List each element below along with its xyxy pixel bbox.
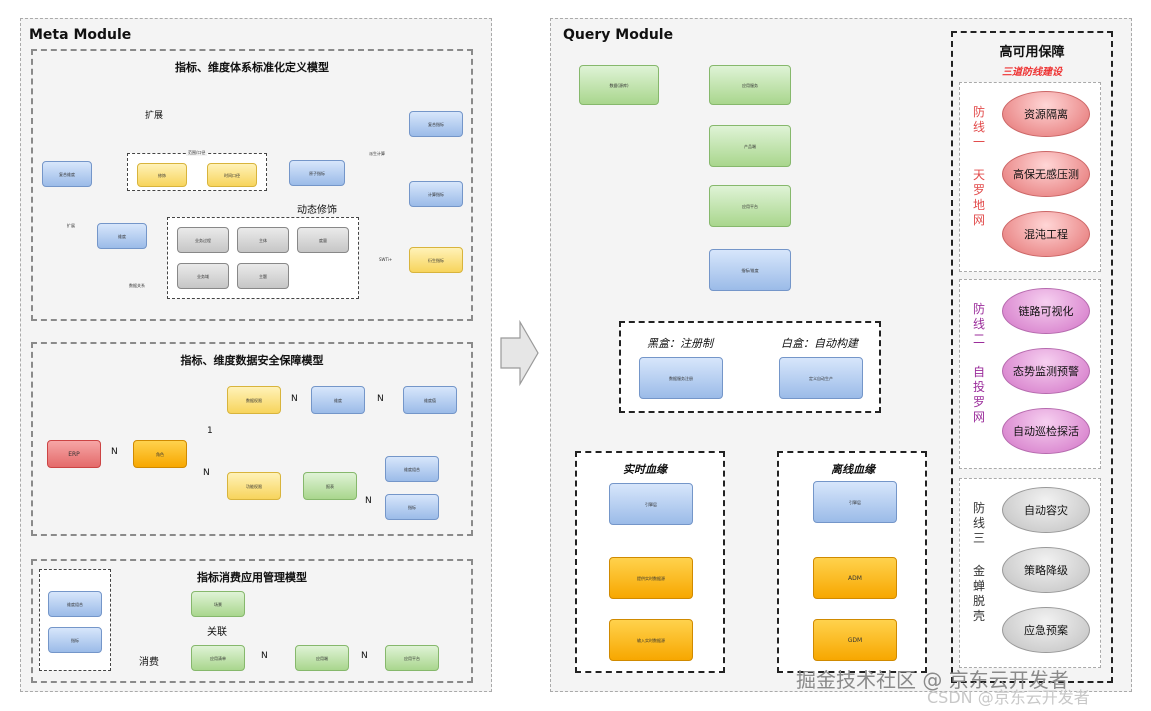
dynamic-modify-label: 动态修饰	[297, 205, 337, 216]
node-black-register: 数据服务注册	[639, 357, 723, 399]
high-availability-block: 高可用保障 三道防线建设	[951, 31, 1113, 683]
one-label: 1	[207, 426, 213, 436]
defense-item-3-3: 应急预案	[1002, 607, 1090, 653]
data-security-section: 指标、维度数据安全保障模型 ERP 角色 数据权限 维度 维度值 功能权限 报表…	[31, 342, 473, 536]
n-label-cons-1: N	[261, 651, 268, 661]
node-dim-combo-sec: 维度组合	[385, 456, 439, 482]
node-white-build: 定义自动生产	[779, 357, 863, 399]
derive-calc-label: 派生计算	[369, 151, 385, 156]
standard-definition-title: 指标、维度体系标准化定义模型	[175, 61, 329, 74]
node-entity: 主体	[237, 227, 289, 253]
defense-item-1-1: 资源隔离	[1002, 91, 1090, 137]
node-biz-domain: 业务域	[177, 263, 229, 289]
consume-label: 消费	[139, 657, 159, 668]
node-derived-metric: 衍生指标	[409, 247, 463, 273]
data-relation-label: 数据关系	[129, 283, 145, 288]
node-calc-metric: 计算指标	[409, 181, 463, 207]
node-measure: 度量	[297, 227, 349, 253]
node-app-end: 应用端	[295, 645, 349, 671]
node-composite-dim: 复合维度	[42, 161, 92, 187]
defense-item-2-1: 链路可视化	[1002, 288, 1090, 334]
node-app-list: 应用清单	[191, 645, 245, 671]
relate-label: 关联	[207, 627, 227, 638]
node-data-source: 数据(源库)	[579, 65, 659, 105]
defense-line-3-title: 防线三金蝉脱壳	[972, 501, 985, 623]
white-box-label: 白盒：自动构建	[781, 337, 858, 350]
ha-title: 高可用保障	[999, 45, 1065, 60]
node-dimension-sec: 维度	[311, 386, 365, 414]
standard-definition-section: 指标、维度体系标准化定义模型 复合维度 维度 范围/口径 修饰 时间口径 原子指…	[31, 49, 473, 321]
defense-item-1-3: 混沌工程	[1002, 211, 1090, 257]
node-metric-sec: 指标	[385, 494, 439, 520]
expand-label: 扩展	[145, 111, 164, 121]
node-dim-value: 维度值	[403, 386, 457, 414]
n-label-4: N	[203, 468, 210, 478]
node-app-platform: 应用平台	[709, 185, 791, 227]
n-label-5: N	[365, 496, 372, 506]
node-scene: 场景	[191, 591, 245, 617]
node-adm: ADM	[813, 557, 897, 599]
offline-lineage-block: 离线血缘 引擎层 ADM GDM	[777, 451, 927, 673]
realtime-lineage-block: 实时血缘 引擎层 提供实时数据源 输入实时数据源	[575, 451, 725, 673]
node-product: 产品端	[709, 125, 791, 167]
node-atomic-metric: 原子指标	[289, 160, 345, 186]
sql-label: SWTi+	[379, 257, 393, 262]
node-biz-process: 业务过程	[177, 227, 229, 253]
defense-line-1: 防线一天罗地网 资源隔离高保无感压测混沌工程	[959, 82, 1101, 272]
defense-item-3-1: 自动容灾	[1002, 487, 1090, 533]
node-data-perm: 数据权限	[227, 386, 281, 414]
node-dimension: 维度	[97, 223, 147, 249]
defense-line-1-title: 防线一天罗地网	[972, 105, 985, 227]
node-role: 角色	[133, 440, 187, 468]
csdn-watermark: CSDN @京东云开发者	[927, 688, 1090, 707]
node-rt-engine: 引擎层	[609, 483, 693, 525]
defense-line-2: 防线二自投罗网 链路可视化态势监测预警自动巡检探活	[959, 279, 1101, 469]
meta-module-title: Meta Module	[29, 27, 132, 43]
node-func-perm: 功能权限	[227, 472, 281, 500]
realtime-lineage-label: 实时血缘	[623, 463, 667, 476]
consumer-group	[39, 569, 111, 671]
node-composite-metric: 复合指标	[409, 111, 463, 137]
ha-subtitle: 三道防线建设	[1002, 67, 1062, 78]
node-app-platform-cons: 应用平台	[385, 645, 439, 671]
consumption-title: 指标消费应用管理模型	[197, 571, 307, 584]
node-subject: 主题	[237, 263, 289, 289]
node-time-scope: 时间口径	[207, 163, 257, 187]
n-label-1: N	[111, 447, 118, 457]
defense-line-3: 防线三金蝉脱壳 自动容灾策略降级应急预案	[959, 478, 1101, 668]
meta-module-panel: Meta Module 指标、维度体系标准化定义模型 复合维度 维度 范围/口径…	[20, 18, 492, 692]
n-label-3: N	[377, 394, 384, 404]
expand-small-label: 扩展	[67, 223, 75, 228]
black-box-label: 黑盒：注册制	[647, 337, 713, 350]
node-metric-dim: 指标/维度	[709, 249, 791, 291]
defense-item-1-2: 高保无感压测	[1002, 151, 1090, 197]
node-erp: ERP	[47, 440, 101, 468]
data-security-title: 指标、维度数据安全保障模型	[180, 354, 324, 367]
node-metric-cons: 指标	[48, 627, 102, 653]
node-dim-combo-cons: 维度组合	[48, 591, 102, 617]
node-app-service: 应用服务	[709, 65, 791, 105]
defense-item-2-3: 自动巡检探活	[1002, 408, 1090, 454]
node-gdm: GDM	[813, 619, 897, 661]
filter-group-label: 范围/口径	[186, 150, 208, 156]
defense-line-2-title: 防线二自投罗网	[972, 302, 985, 424]
consumption-section: 指标消费应用管理模型 维度组合 指标 场景 应用清单 应用端 应用平台 关联 消…	[31, 559, 473, 683]
offline-lineage-label: 离线血缘	[831, 463, 875, 476]
register-block: 黑盒：注册制 白盒：自动构建 数据服务注册 定义自动生产	[619, 321, 881, 413]
node-rt-input: 输入实时数据源	[609, 619, 693, 661]
n-label-2: N	[291, 394, 298, 404]
defense-item-2-2: 态势监测预警	[1002, 348, 1090, 394]
node-off-engine: 引擎层	[813, 481, 897, 523]
node-report: 报表	[303, 472, 357, 500]
n-label-cons-2: N	[361, 651, 368, 661]
juejin-watermark: 掘金技术社区 @ 京东云开发者	[796, 668, 1069, 692]
node-filter: 修饰	[137, 163, 187, 187]
query-module-title: Query Module	[563, 27, 674, 43]
defense-item-3-2: 策略降级	[1002, 547, 1090, 593]
transition-arrow-icon	[500, 319, 540, 387]
node-rt-mid: 提供实时数据源	[609, 557, 693, 599]
